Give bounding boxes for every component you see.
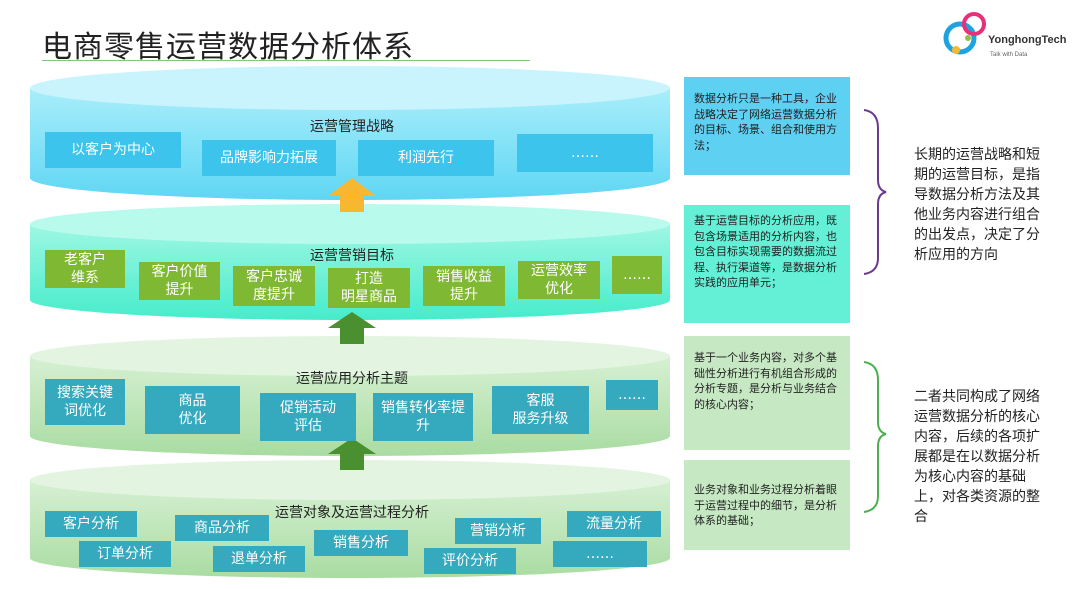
- object-item: 商品分析: [175, 515, 269, 541]
- strategy-item: 利润先行: [358, 140, 494, 176]
- strategy-item: 以客户为中心: [45, 132, 181, 168]
- topic-note: 基于一个业务内容，对多个基础性分析进行有机组合形成的分析专题，是分析与业务结合的…: [684, 336, 850, 450]
- topic-item: 客服 服务升级: [492, 386, 589, 434]
- topic-item: 销售转化率提 升: [373, 393, 473, 441]
- side-note-top: 长期的运营战略和短期的运营目标，是指导数据分析方法及其他业务内容进行组合的出发点…: [914, 147, 1040, 263]
- object-item: 评价分析: [424, 548, 516, 574]
- object-item: 订单分析: [79, 541, 171, 567]
- layer-strategy-label: 运营管理战略: [310, 119, 394, 135]
- topic-item: 商品 优化: [145, 386, 240, 434]
- logo-subtitle: Talk with Data: [990, 52, 1028, 58]
- object-note: 业务对象和业务过程分析着眼于运营过程中的细节，是分析体系的基础；: [684, 460, 850, 550]
- object-item: 客户分析: [45, 511, 137, 537]
- topic-item: ……: [606, 380, 658, 410]
- object-item: ……: [553, 541, 647, 567]
- layer-object-label: 运营对象及运营过程分析: [275, 505, 429, 521]
- yonghong-logo-icon: [943, 12, 986, 55]
- logo-text: YonghongTech: [988, 34, 1067, 46]
- side-note-bottom: 二者共同构成了网络运营数据分析的核心内容，后续的各项扩展都是在以数据分析为核心内…: [914, 389, 1040, 525]
- object-item: 退单分析: [213, 546, 305, 572]
- goal-item: 客户价值 提升: [139, 262, 220, 300]
- goal-item: ……: [612, 256, 662, 294]
- arrow-up-icon: [328, 312, 376, 344]
- goal-item: 打造 明星商品: [328, 268, 410, 308]
- object-item: 营销分析: [455, 518, 541, 544]
- topic-item: 促销活动 评估: [260, 393, 356, 441]
- topic-item: 搜索关键 词优化: [45, 379, 125, 425]
- object-item: 流量分析: [567, 511, 661, 537]
- goal-note: 基于运营目标的分析应用，既包含场景适用的分析内容，也包含目标实现需要的数据流过程…: [684, 205, 850, 323]
- bracket-bottom-icon: [863, 361, 887, 513]
- strategy-note: 数据分析只是一种工具，企业战略决定了网络运营数据分析的目标、场景、组合和使用方法…: [684, 77, 850, 175]
- strategy-item: ……: [517, 134, 653, 172]
- arrow-up-icon: [328, 178, 376, 212]
- goal-item: 老客户 维系: [45, 250, 125, 288]
- title-underline: [42, 60, 530, 61]
- layer-topic-label: 运营应用分析主题: [296, 371, 408, 387]
- arrow-up-icon: [328, 438, 376, 470]
- bracket-top-icon: [863, 109, 887, 275]
- goal-item: 客户忠诚 度提升: [233, 266, 315, 306]
- object-item: 销售分析: [314, 530, 408, 556]
- goal-item: 运营效率 优化: [518, 261, 600, 299]
- goal-item: 销售收益 提升: [423, 266, 505, 306]
- strategy-item: 品牌影响力拓展: [202, 140, 336, 176]
- layer-strategy-cylinder: [30, 66, 670, 200]
- layer-goal-label: 运营营销目标: [310, 248, 394, 264]
- page-title: 电商零售运营数据分析体系: [42, 30, 414, 65]
